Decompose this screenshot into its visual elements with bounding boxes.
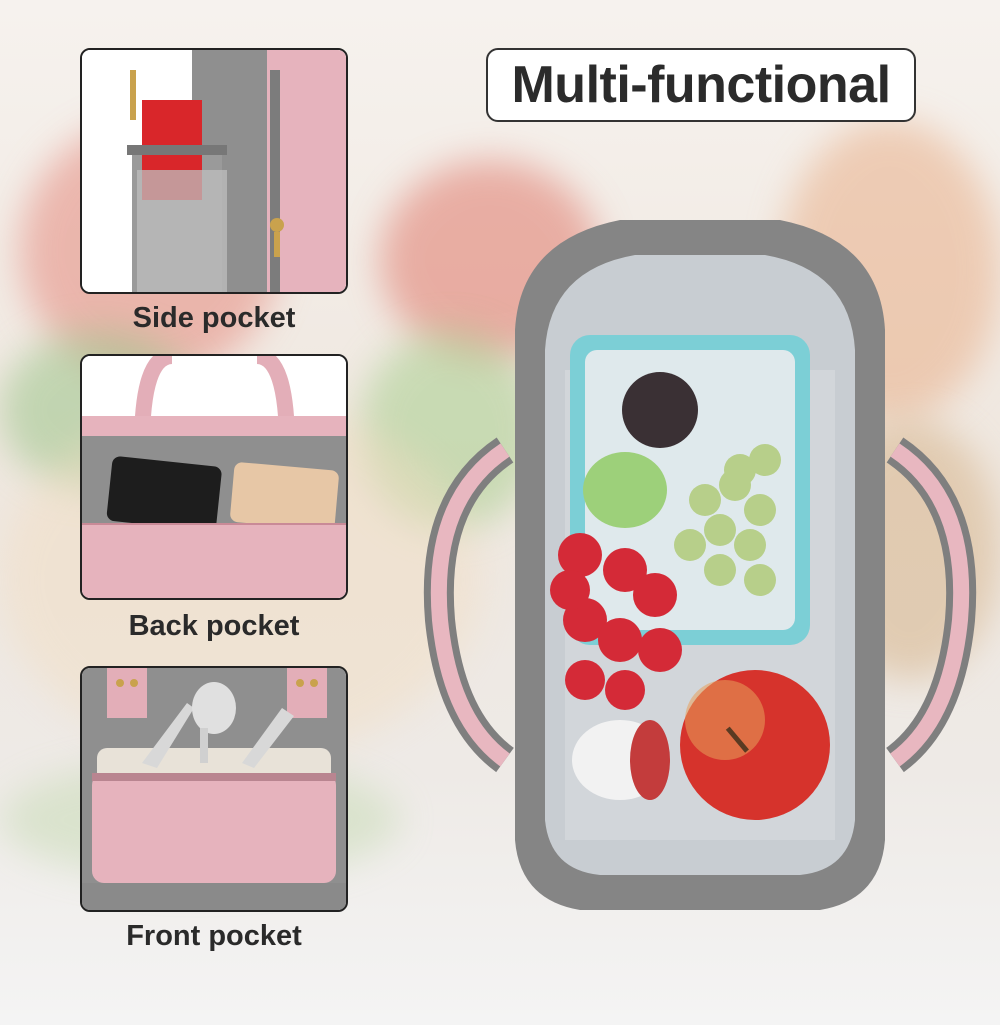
front-pocket-photo	[80, 666, 348, 912]
front-pocket-illustration	[82, 668, 346, 910]
back-pocket-photo	[80, 354, 348, 600]
title-text: Multi-functional	[511, 56, 891, 114]
lunch-bag-illustration	[423, 220, 977, 910]
front-pocket-caption: Front pocket	[126, 920, 302, 952]
side-pocket-illustration	[82, 50, 346, 292]
side-pocket-caption: Side pocket	[132, 302, 296, 334]
title-banner: Multi-functional	[486, 48, 916, 122]
back-pocket-illustration	[82, 356, 346, 598]
side-pocket-photo	[80, 48, 348, 294]
back-pocket-caption: Back pocket	[128, 610, 300, 642]
